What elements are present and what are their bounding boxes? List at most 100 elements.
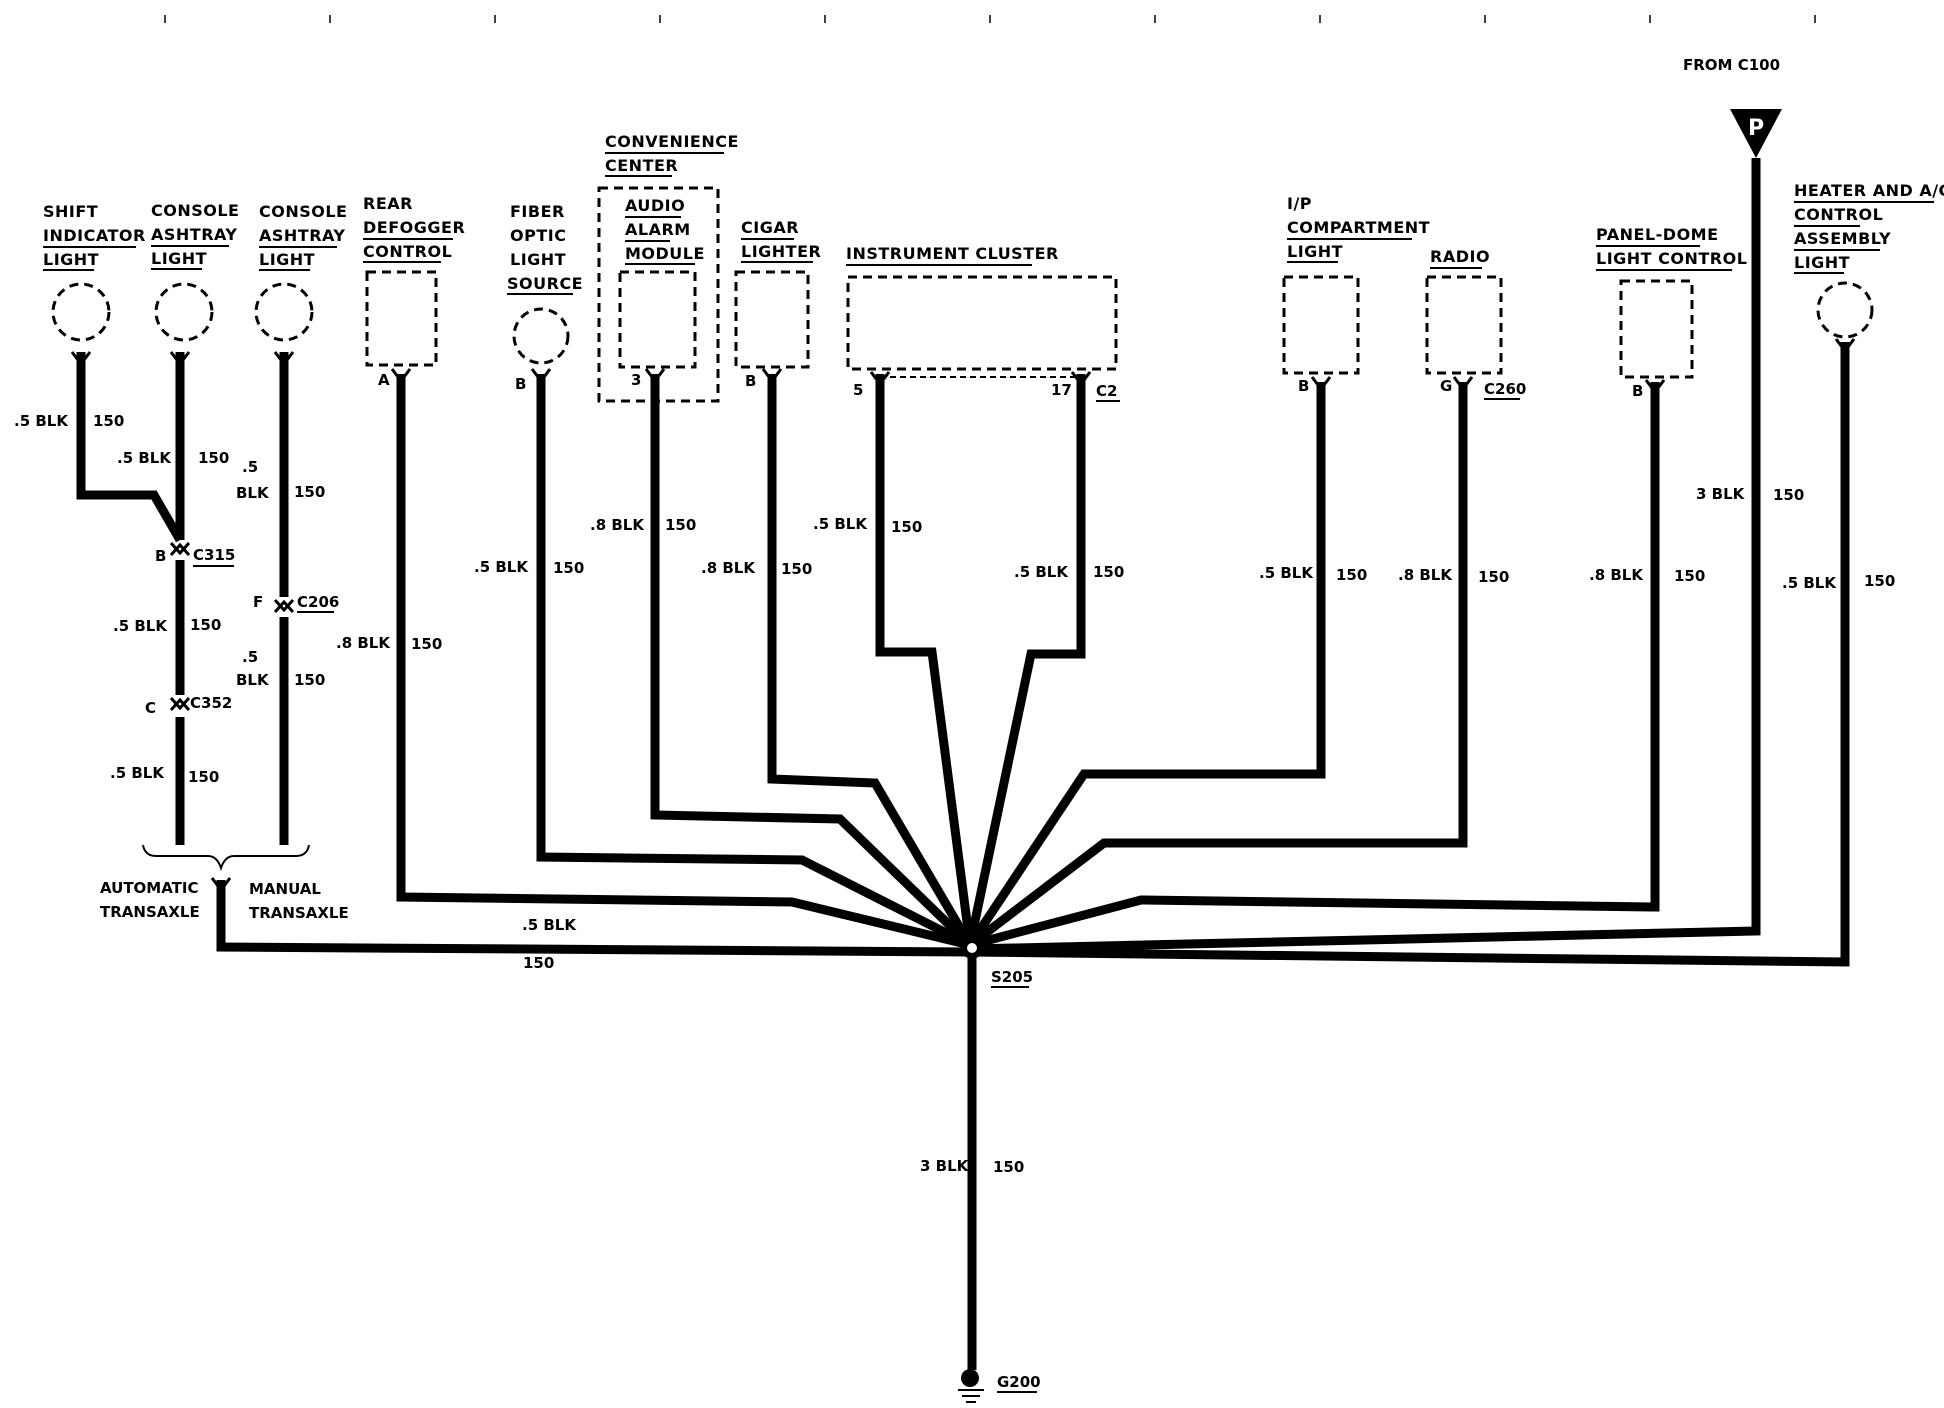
svg-text:MANUAL: MANUAL xyxy=(249,880,321,898)
svg-text:.5 BLK: .5 BLK xyxy=(1259,564,1314,582)
svg-text:A: A xyxy=(378,371,390,389)
svg-text:ASHTRAY: ASHTRAY xyxy=(151,225,237,244)
label-convenience-center: CONVENIENCE CENTER xyxy=(605,132,738,177)
heater-ac-control-light xyxy=(1816,281,1874,339)
svg-text:LIGHT: LIGHT xyxy=(510,250,566,269)
svg-text:AUDIO: AUDIO xyxy=(625,196,685,215)
svg-text:INSTRUMENT CLUSTER: INSTRUMENT CLUSTER xyxy=(846,244,1059,263)
label-fiber-optic: FIBER OPTIC LIGHT SOURCE xyxy=(507,202,583,295)
svg-text:LIGHT: LIGHT xyxy=(43,250,99,269)
svg-text:LIGHT: LIGHT xyxy=(151,249,207,268)
svg-text:.5 BLK: .5 BLK xyxy=(14,412,69,430)
svg-text:LIGHT: LIGHT xyxy=(1794,253,1850,272)
svg-text:3 BLK: 3 BLK xyxy=(1696,485,1746,503)
svg-text:F: F xyxy=(253,593,263,611)
svg-text:CONSOLE: CONSOLE xyxy=(259,202,347,221)
splice-s205 xyxy=(961,937,983,959)
svg-text:150: 150 xyxy=(294,671,325,689)
radio xyxy=(1425,275,1503,375)
svg-text:C: C xyxy=(145,699,156,717)
svg-text:C352: C352 xyxy=(190,694,232,712)
svg-text:FIBER: FIBER xyxy=(510,202,565,221)
wire-cluster xyxy=(875,374,1086,946)
svg-text:B: B xyxy=(1632,382,1643,400)
svg-text:.5: .5 xyxy=(242,648,258,666)
svg-text:P: P xyxy=(1748,116,1764,141)
ip-compartment-light xyxy=(1282,275,1360,375)
p-symbol-icon: P xyxy=(1730,109,1782,158)
svg-text:B: B xyxy=(155,547,166,565)
wire-cigar-lighter xyxy=(767,374,974,948)
svg-text:.5 BLK: .5 BLK xyxy=(110,764,165,782)
pin-labels: A B 3 B 5 17 C2 B G C260 B xyxy=(378,371,1643,402)
svg-text:.5 BLK: .5 BLK xyxy=(474,558,529,576)
svg-text:CONSOLE: CONSOLE xyxy=(151,201,239,220)
svg-text:150: 150 xyxy=(1773,486,1804,504)
wire-heater-ac xyxy=(969,342,1850,967)
wire-labels: .5 BLK 150 .5 BLK 150 .5 BLK 150 .5 BLK … xyxy=(14,412,1895,1176)
svg-text:.5 BLK: .5 BLK xyxy=(1782,574,1837,592)
svg-text:ASSEMBLY: ASSEMBLY xyxy=(1794,229,1891,248)
svg-text:150: 150 xyxy=(1864,572,1895,590)
label-transaxle: AUTOMATIC TRANSAXLE MANUAL TRANSAXLE xyxy=(100,879,349,922)
svg-text:G200: G200 xyxy=(997,1373,1041,1391)
svg-text:150: 150 xyxy=(188,768,219,786)
top-ruler xyxy=(164,15,1816,23)
svg-text:SOURCE: SOURCE xyxy=(507,274,583,293)
ground-g200-icon xyxy=(958,1369,984,1403)
svg-text:150: 150 xyxy=(190,616,221,634)
svg-text:CONTROL: CONTROL xyxy=(1794,205,1883,224)
svg-text:.8 BLK: .8 BLK xyxy=(336,634,391,652)
svg-text:SHIFT: SHIFT xyxy=(43,202,98,221)
svg-text:.8 BLK: .8 BLK xyxy=(590,516,645,534)
svg-text:LIGHTER: LIGHTER xyxy=(741,242,821,261)
svg-text:CENTER: CENTER xyxy=(605,156,678,175)
svg-text:LIGHT CONTROL: LIGHT CONTROL xyxy=(1596,249,1747,268)
svg-text:PANEL-DOME: PANEL-DOME xyxy=(1596,225,1719,244)
svg-text:ASHTRAY: ASHTRAY xyxy=(259,226,345,245)
label-cigar-lighter: CIGAR LIGHTER xyxy=(741,218,821,263)
convenience-center-box xyxy=(597,186,720,403)
svg-text:.5 BLK: .5 BLK xyxy=(1014,563,1069,581)
wire-radio xyxy=(967,382,1468,949)
svg-text:COMPARTMENT: COMPARTMENT xyxy=(1287,218,1430,237)
label-ground-g200: G200 xyxy=(997,1373,1041,1393)
label-instrument-cluster: INSTRUMENT CLUSTER xyxy=(846,244,1059,266)
svg-text:3 BLK: 3 BLK xyxy=(920,1157,970,1175)
svg-text:B: B xyxy=(1298,377,1309,395)
svg-text:G: G xyxy=(1440,377,1452,395)
svg-text:BLK: BLK xyxy=(236,671,270,689)
svg-text:150: 150 xyxy=(891,518,922,536)
svg-text:150: 150 xyxy=(93,412,124,430)
svg-text:INDICATOR: INDICATOR xyxy=(43,226,146,245)
svg-text:.5: .5 xyxy=(242,458,258,476)
svg-text:B: B xyxy=(515,375,526,393)
svg-text:150: 150 xyxy=(523,954,554,972)
rear-defogger-control xyxy=(365,270,438,367)
connector-labels: B C315 C C352 F C206 xyxy=(145,546,339,717)
svg-text:.8 BLK: .8 BLK xyxy=(701,559,756,577)
svg-text:C260: C260 xyxy=(1484,380,1526,398)
label-console-ashtray-2: CONSOLE ASHTRAY LIGHT xyxy=(259,202,347,271)
svg-text:LIGHT: LIGHT xyxy=(1287,242,1343,261)
svg-text:150: 150 xyxy=(1336,566,1367,584)
svg-text:150: 150 xyxy=(1093,563,1124,581)
label-console-ashtray-1: CONSOLE ASHTRAY LIGHT xyxy=(151,201,239,270)
label-radio: RADIO xyxy=(1430,247,1490,269)
wire-from-c100 xyxy=(969,158,1761,954)
svg-text:BLK: BLK xyxy=(236,484,270,502)
wire-ip-compartment xyxy=(966,382,1326,948)
audio-alarm-module xyxy=(618,270,697,369)
svg-text:3: 3 xyxy=(631,371,641,389)
wire-panel-dome xyxy=(968,382,1660,950)
svg-text:C315: C315 xyxy=(193,546,235,564)
svg-text:150: 150 xyxy=(411,635,442,653)
label-splice-s205: S205 xyxy=(991,968,1033,988)
svg-text:150: 150 xyxy=(781,560,812,578)
terminal-forks xyxy=(70,338,1856,893)
svg-text:CONTROL: CONTROL xyxy=(363,242,452,261)
console-ashtray-light-2 xyxy=(254,282,314,342)
svg-text:I/P: I/P xyxy=(1287,194,1312,213)
svg-text:S205: S205 xyxy=(991,968,1033,986)
svg-text:TRANSAXLE: TRANSAXLE xyxy=(249,904,349,922)
